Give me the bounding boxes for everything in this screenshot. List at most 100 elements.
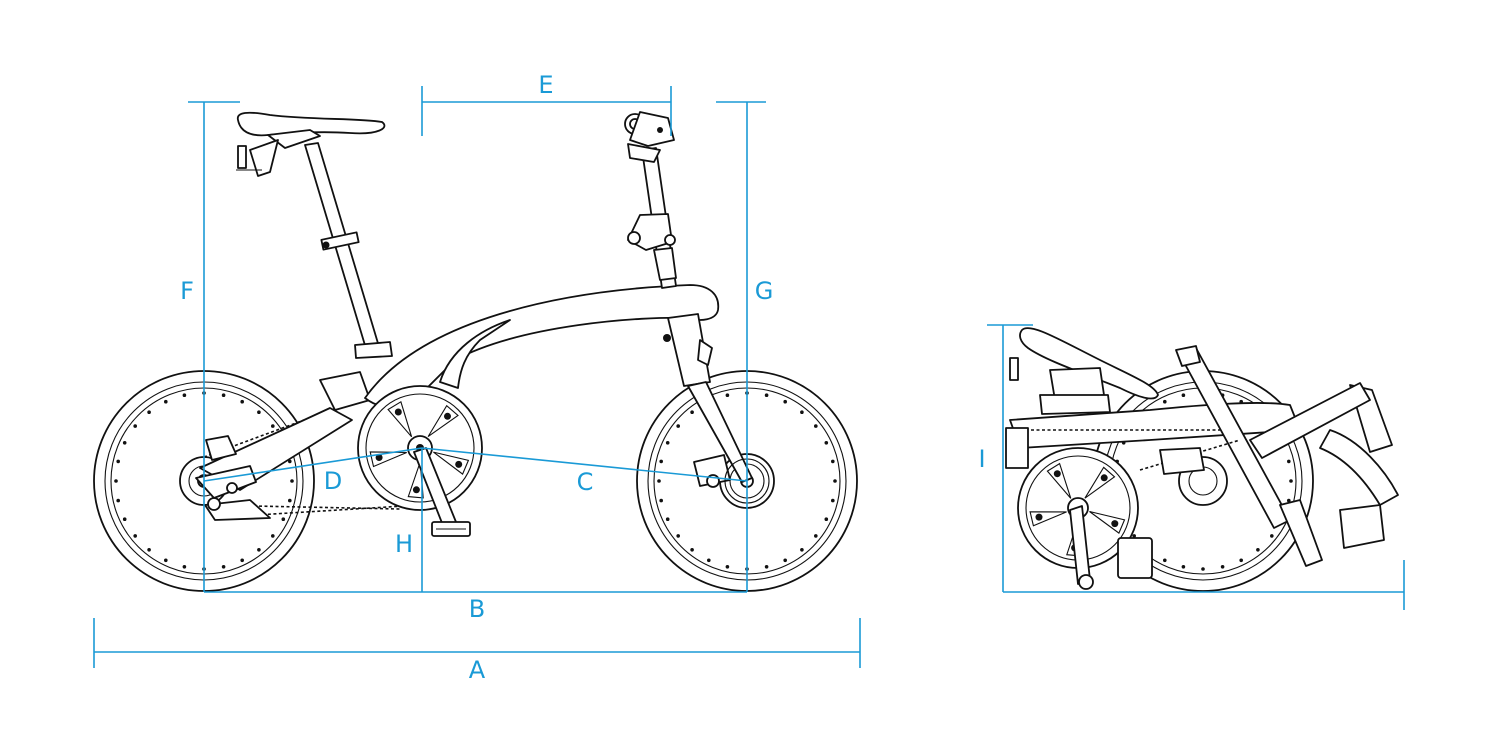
spoke-nipple <box>147 548 151 552</box>
spoke-nipple <box>288 498 292 503</box>
spoke-nipple <box>240 399 244 404</box>
spoke-nipple <box>1287 459 1291 464</box>
seat-post <box>304 142 381 353</box>
unfolded-bike <box>93 111 858 592</box>
spoke-nipple <box>1163 399 1167 404</box>
spoke-nipple <box>182 565 187 569</box>
spoke-nipple <box>659 459 663 464</box>
spoke-nipple <box>659 498 663 503</box>
spoke-nipple <box>707 558 711 563</box>
chainring-spoke <box>387 400 413 438</box>
label-F: F <box>180 277 194 305</box>
spoke-nipple <box>676 534 680 538</box>
label-A: A <box>469 656 486 684</box>
spoke-nipple <box>1181 393 1186 398</box>
spoke-nipple <box>221 565 226 569</box>
spoke-nipple <box>665 517 670 521</box>
dimension-D-line <box>203 447 423 482</box>
spoke-nipple <box>164 558 168 563</box>
spoke-nipple <box>122 517 127 521</box>
spoke-nipple <box>676 424 680 428</box>
spoke-nipple <box>1270 534 1274 538</box>
spoke-nipple <box>831 498 835 503</box>
spoke-nipple <box>1220 565 1225 569</box>
spoke-nipple <box>257 548 261 552</box>
spoke-nipple <box>1239 558 1243 563</box>
chainring-bolt <box>444 412 451 420</box>
label-B: B <box>469 595 485 623</box>
label-I: I <box>978 445 985 473</box>
chainring-spoke <box>1046 462 1072 499</box>
chainring-bolt <box>394 408 402 416</box>
spoke-nipple <box>1181 565 1186 569</box>
chainring-bolt <box>375 454 383 461</box>
spoke-nipple <box>725 393 730 398</box>
folded-saddle <box>1019 327 1159 400</box>
spoke-nipple <box>240 558 244 563</box>
spoke-nipple <box>182 393 187 398</box>
spoke-nipple <box>824 517 829 521</box>
spoke-nipple <box>133 424 137 428</box>
spoke-nipple <box>257 410 261 415</box>
label-C: C <box>577 468 594 496</box>
spoke-nipple <box>1132 534 1136 538</box>
folded-handlebar <box>1175 345 1201 367</box>
spoke-nipple <box>800 548 804 552</box>
spoke-nipple <box>814 534 818 538</box>
spoke-nipple <box>657 479 661 483</box>
dimension-labels: A B C D E F G H I <box>180 71 985 684</box>
chainring-spoke <box>1084 466 1116 499</box>
spoke-nipple <box>122 441 127 445</box>
spoke-nipple <box>824 441 829 445</box>
handlebar <box>624 111 675 163</box>
spoke-nipple <box>116 459 120 464</box>
spoke-nipple <box>665 441 670 445</box>
chainring-bolt <box>412 486 420 494</box>
spoke-nipple <box>164 399 168 404</box>
chainring-bolt <box>1035 513 1043 521</box>
spoke-nipple <box>271 534 275 538</box>
chainring-bolt <box>1100 474 1108 482</box>
spoke-nipple <box>116 498 120 503</box>
chainring-spoke <box>433 451 470 475</box>
chainring-bolt <box>1111 520 1119 528</box>
folded-bike <box>1005 327 1399 592</box>
spoke-nipple <box>114 479 118 483</box>
chainring-spoke <box>1029 511 1067 527</box>
spoke-nipple <box>725 565 730 569</box>
spoke-nipple <box>133 534 137 538</box>
spoke-nipple <box>271 424 275 428</box>
folded-fork <box>1249 382 1371 459</box>
spoke-nipple <box>764 565 769 569</box>
chainring-spoke <box>427 404 459 438</box>
label-E: E <box>538 71 553 99</box>
label-D: D <box>324 467 342 495</box>
spoke-nipple <box>833 479 837 483</box>
chainring-spoke <box>369 451 407 468</box>
spoke-nipple <box>147 410 151 415</box>
spoke-nipple <box>1287 498 1291 503</box>
spoke-nipple <box>281 517 286 521</box>
dimension-C-line <box>421 447 748 482</box>
dimension-lines <box>93 86 1405 668</box>
spoke-nipple <box>783 399 787 404</box>
spoke-nipple <box>783 558 787 563</box>
spoke-nipple <box>764 393 769 398</box>
chainring-bolt <box>455 460 463 468</box>
spoke-nipple <box>831 459 835 464</box>
spoke-nipple <box>1163 558 1167 563</box>
spoke-nipple <box>1256 548 1260 552</box>
label-H: H <box>395 530 413 558</box>
label-G: G <box>755 277 774 305</box>
head-tube <box>667 313 711 387</box>
spoke-nipple <box>1289 479 1293 483</box>
chainring-bolt <box>1053 470 1061 478</box>
spoke-nipple <box>690 548 694 552</box>
spoke-nipple <box>800 410 804 415</box>
spoke-nipple <box>1201 567 1205 571</box>
chainring-spoke <box>1089 510 1126 534</box>
spoke-nipple <box>288 459 292 464</box>
spoke-nipple <box>814 424 818 428</box>
spoke-nipple <box>290 479 294 483</box>
